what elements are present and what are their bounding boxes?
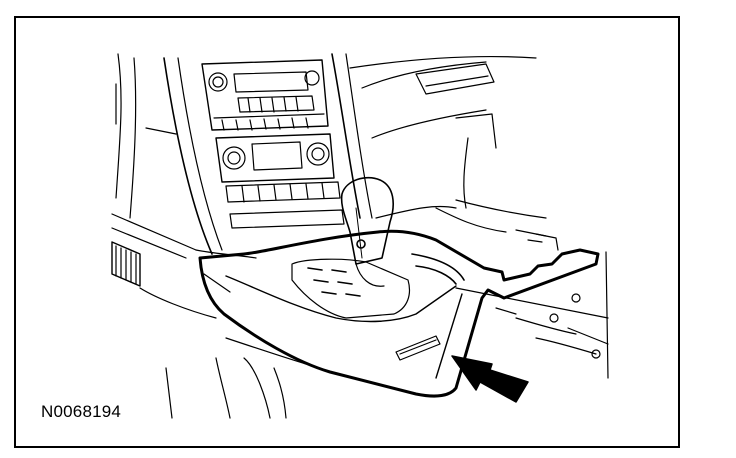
callout-arrow-icon <box>451 355 529 403</box>
console-trim-panel <box>198 229 600 398</box>
side-vent <box>111 241 141 287</box>
figure-id-label: N0068194 <box>41 402 122 421</box>
console-illustration <box>111 53 609 419</box>
left-door-area <box>111 53 307 419</box>
center-stack <box>163 53 373 255</box>
radio-unit <box>201 59 329 131</box>
rear-console <box>455 251 609 379</box>
illustration-frame: N0068194 <box>14 16 680 448</box>
climate-control <box>215 133 341 203</box>
console-slot <box>395 335 441 361</box>
gear-shifter <box>291 176 465 319</box>
right-dash <box>349 55 559 251</box>
